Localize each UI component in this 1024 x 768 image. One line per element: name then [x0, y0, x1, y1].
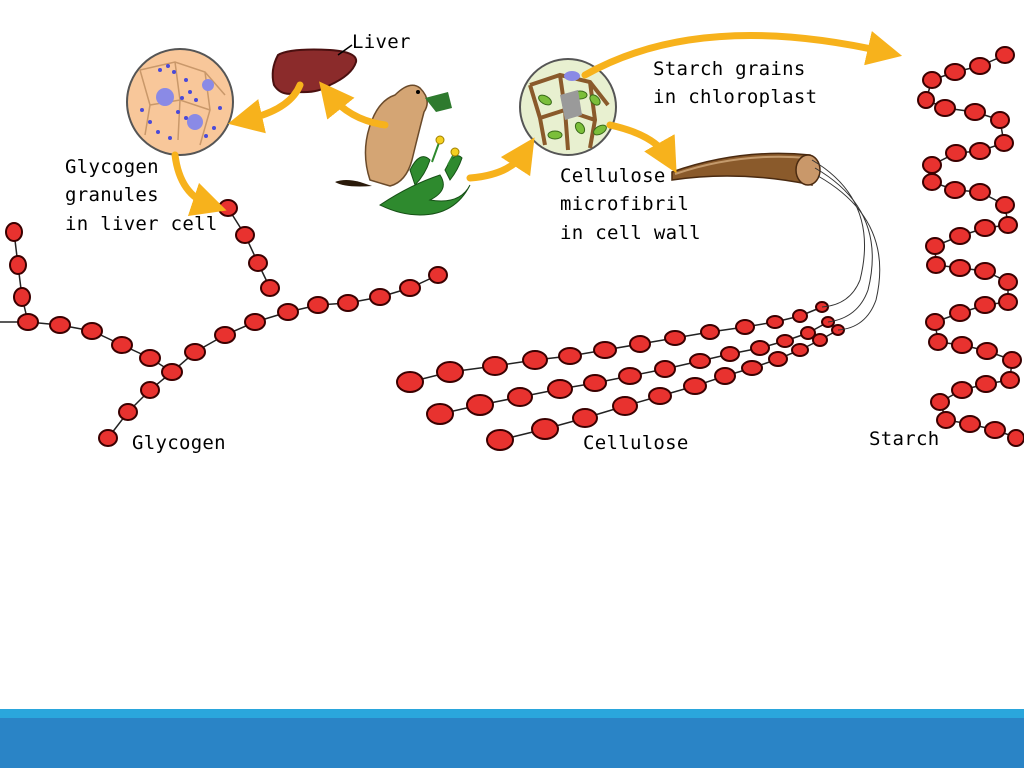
glucose-bead	[244, 313, 266, 331]
glucose-bead	[139, 349, 161, 367]
arrow-squirrel-to-liver	[319, 81, 389, 129]
label-glycogen-granules-1: Glycogen	[65, 156, 159, 178]
glucose-bead	[5, 222, 23, 242]
arrow-cell-to-glycogen	[171, 151, 227, 217]
cellulose-fibril-icon	[671, 152, 881, 331]
glucose-bead	[260, 279, 280, 297]
glucose-bead	[337, 294, 359, 312]
label-glycogen-granules-2: granules	[65, 184, 159, 206]
liver-pointer	[337, 44, 353, 56]
label-starch: Starch	[869, 428, 940, 450]
arrow-plant-to-plantcell	[466, 137, 535, 182]
glucose-bead	[118, 403, 138, 421]
glucose-bead	[111, 336, 133, 354]
glucose-bead	[17, 313, 39, 331]
starch-helix	[917, 46, 1024, 447]
liver-organ-icon	[271, 48, 358, 95]
starch-bonds	[925, 54, 1019, 439]
glycogen-bonds	[0, 207, 439, 439]
dandelion-plant-icon	[379, 135, 471, 216]
glucose-bead	[13, 287, 31, 307]
label-glycogen-granules-3: in liver cell	[65, 213, 218, 235]
label-cellulose: Cellulose	[583, 432, 689, 454]
glucose-bead	[428, 266, 448, 284]
glucose-bead	[277, 303, 299, 321]
arrow-liver-to-cell	[227, 81, 304, 134]
glucose-bead	[49, 316, 71, 334]
glycogen-chain	[5, 199, 448, 447]
label-starch-grains-1: Starch grains	[653, 58, 806, 80]
glucose-bead	[307, 296, 329, 314]
arrow-plantcell-to-fibril	[606, 121, 677, 174]
glucose-bead	[184, 343, 206, 361]
process-arrows	[171, 31, 903, 217]
cellulose-chains	[396, 301, 845, 451]
label-microfibril-2: microfibril	[560, 193, 690, 215]
glucose-bead	[81, 322, 103, 340]
squirrel-icon	[335, 84, 452, 187]
label-microfibril-3: in cell wall	[560, 222, 701, 244]
glucose-bead	[248, 254, 268, 272]
glucose-bead	[399, 279, 421, 297]
arrow-plantcell-to-starch	[581, 31, 903, 79]
glucose-bead	[235, 226, 255, 244]
liver-cell-icon	[126, 48, 234, 156]
label-liver: Liver	[352, 31, 411, 53]
plant-cell-icon	[519, 58, 617, 156]
glucose-bead	[98, 429, 118, 447]
glucose-bead	[214, 326, 236, 344]
label-microfibril-1: Cellulose	[560, 165, 666, 187]
glucose-bead	[161, 363, 183, 381]
label-starch-grains-2: in chloroplast	[653, 86, 818, 108]
footer-bar	[0, 718, 1024, 768]
glucose-bead	[218, 199, 238, 217]
glucose-bead	[140, 381, 160, 399]
footer-accent-bar	[0, 709, 1024, 718]
glucose-bead	[369, 288, 391, 306]
glucose-bead	[9, 255, 27, 275]
label-glycogen: Glycogen	[132, 432, 226, 454]
